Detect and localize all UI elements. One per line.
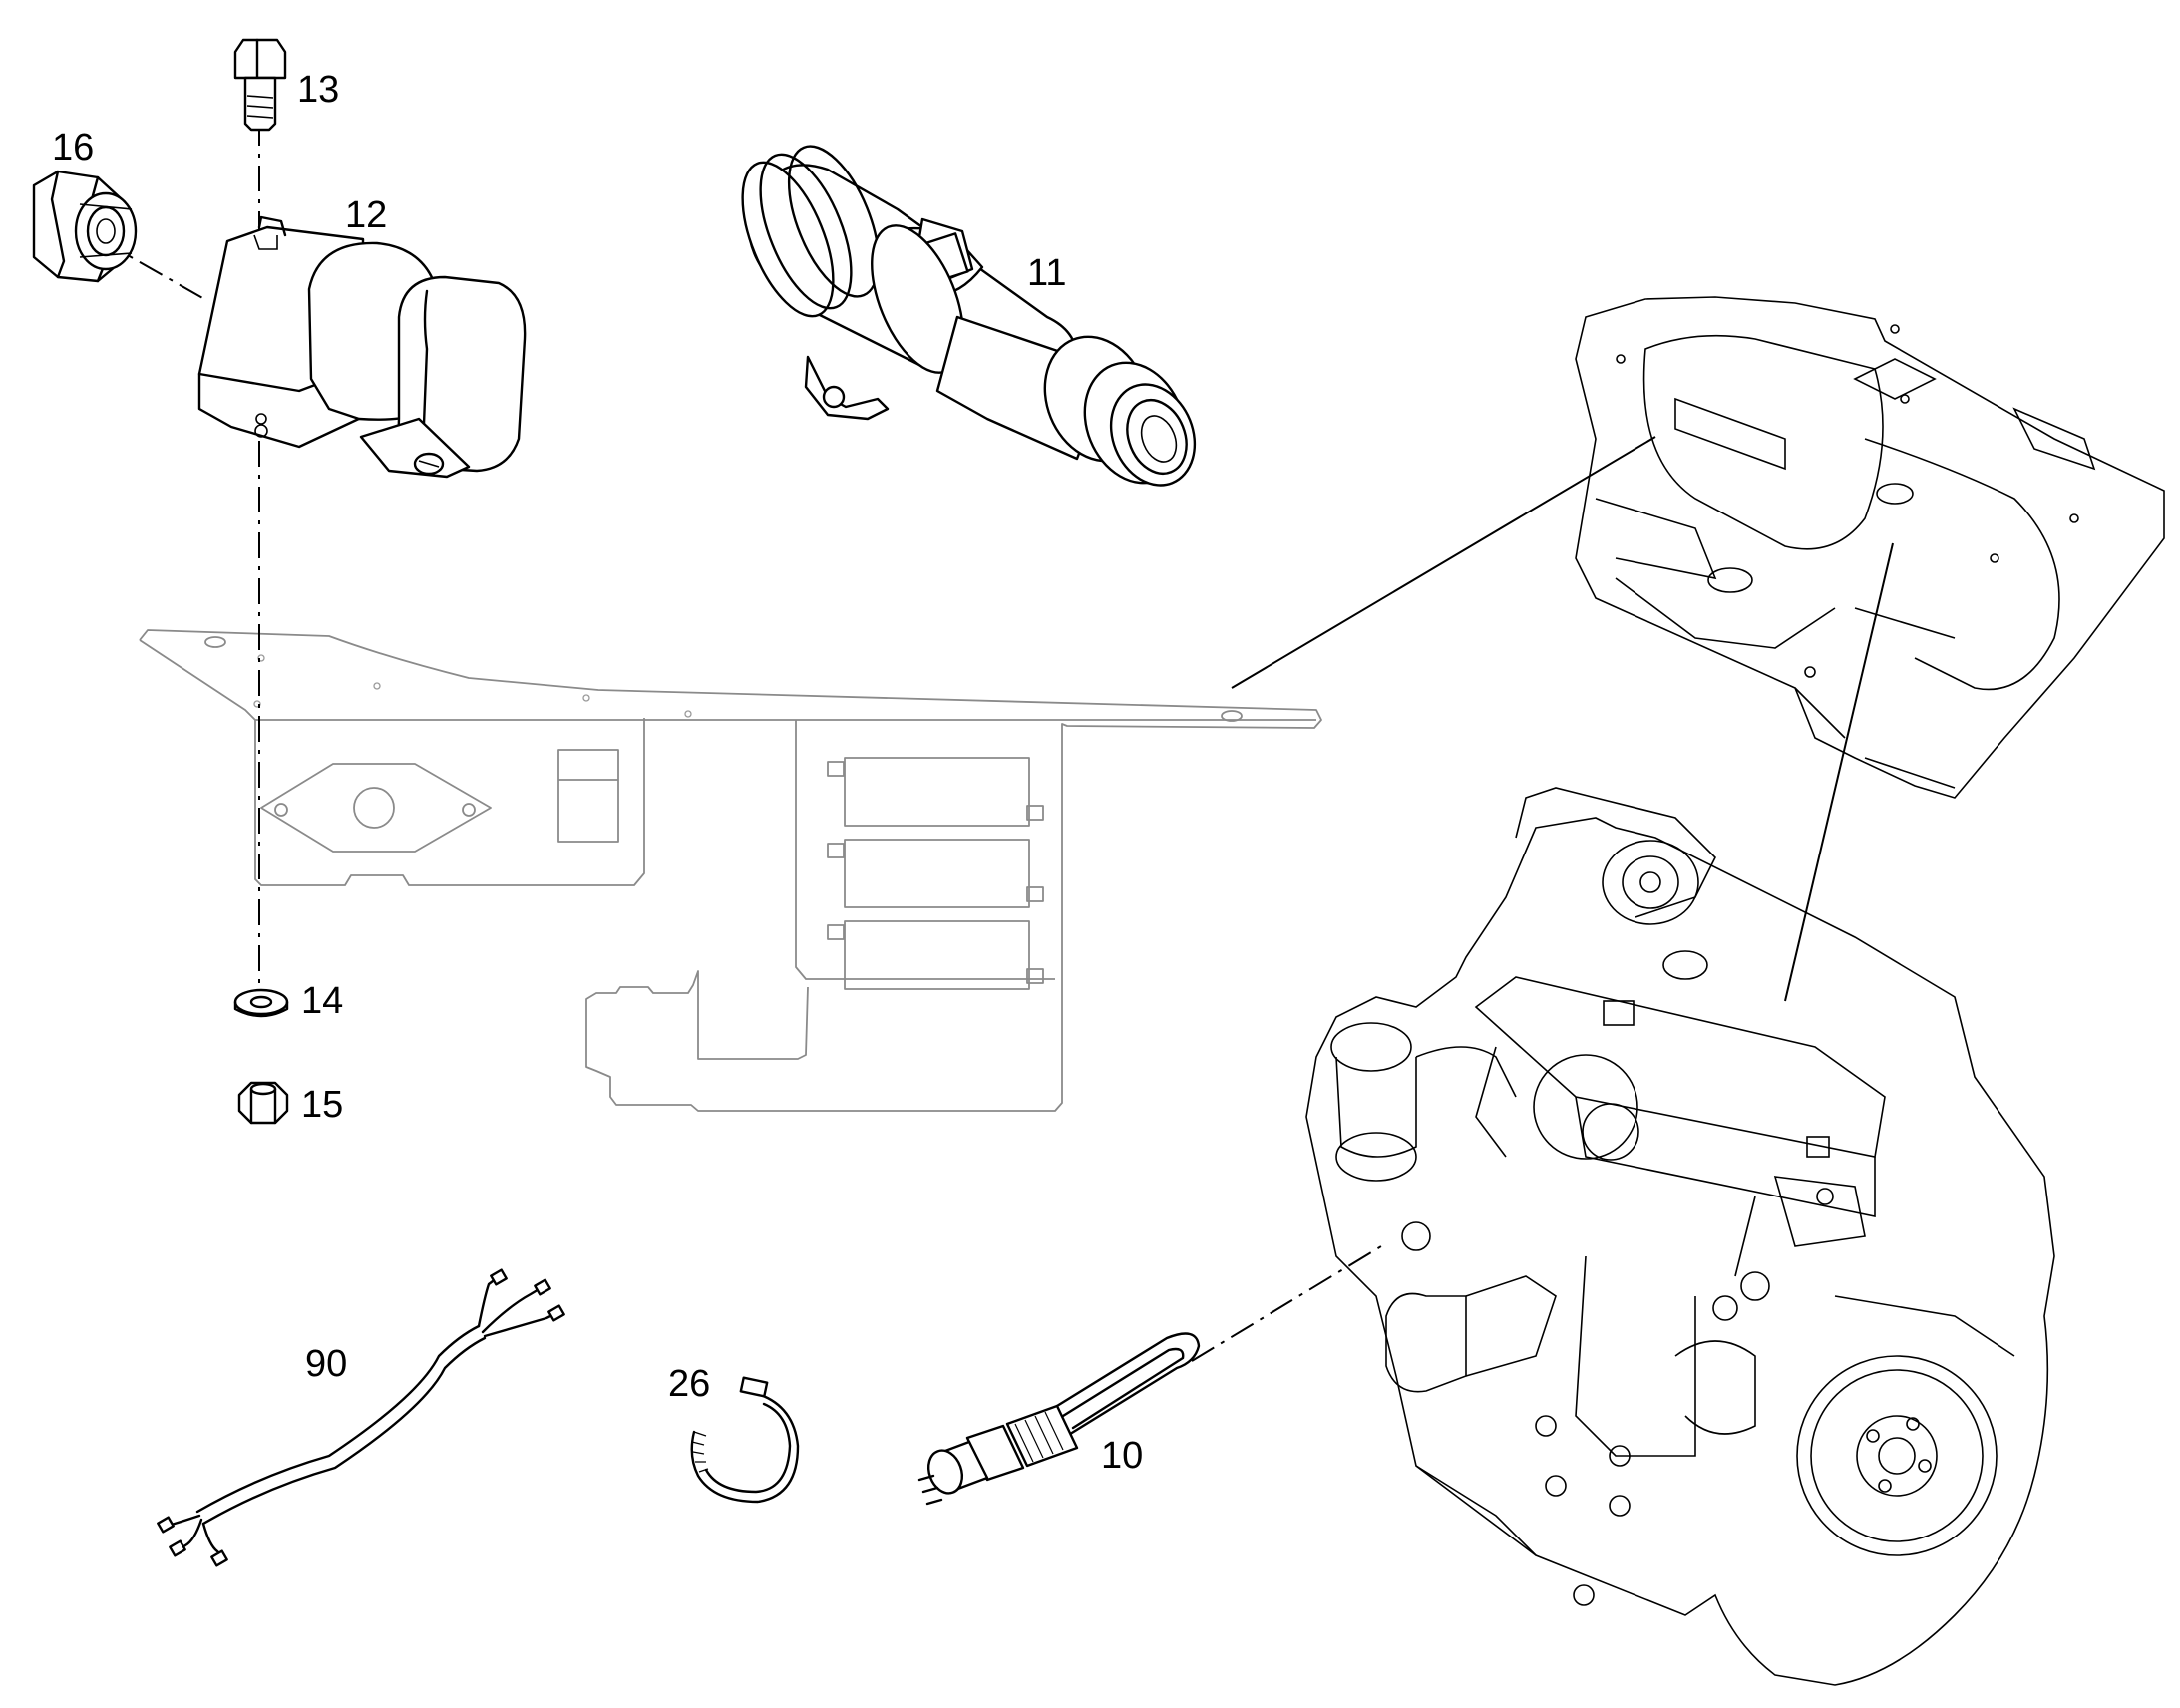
leader-line-bracket [1231,436,1656,689]
callout-labels: 13 16 12 11 14 15 90 26 10 [52,69,1143,1477]
callout-15: 15 [301,1084,343,1126]
trailer-socket-12 [197,215,527,479]
callout-11: 11 [1027,252,1066,294]
cap-nut-16 [32,170,138,283]
callout-26: 26 [668,1363,710,1405]
mounting-bracket [139,629,1322,1112]
washer-14 [233,988,289,1018]
frame-detail-view [1575,296,2165,799]
leader-line-engine [1784,542,1894,1002]
callout-14: 14 [301,980,343,1022]
sensor-axis-line [1191,1245,1382,1362]
hex-nut-15 [237,1081,289,1125]
clamp-ring-26 [690,1376,800,1504]
callout-90: 90 [305,1343,347,1385]
callout-16: 16 [52,127,94,169]
callout-12: 12 [345,194,387,236]
callout-13: 13 [297,69,339,111]
temperature-sensor-10 [917,1332,1201,1506]
wiring-harness-90 [157,1268,565,1567]
bolt-13 [233,38,287,132]
callout-10: 10 [1101,1435,1143,1477]
engine-detail-view [1305,787,2055,1686]
trailer-plug-11 [741,145,1197,487]
